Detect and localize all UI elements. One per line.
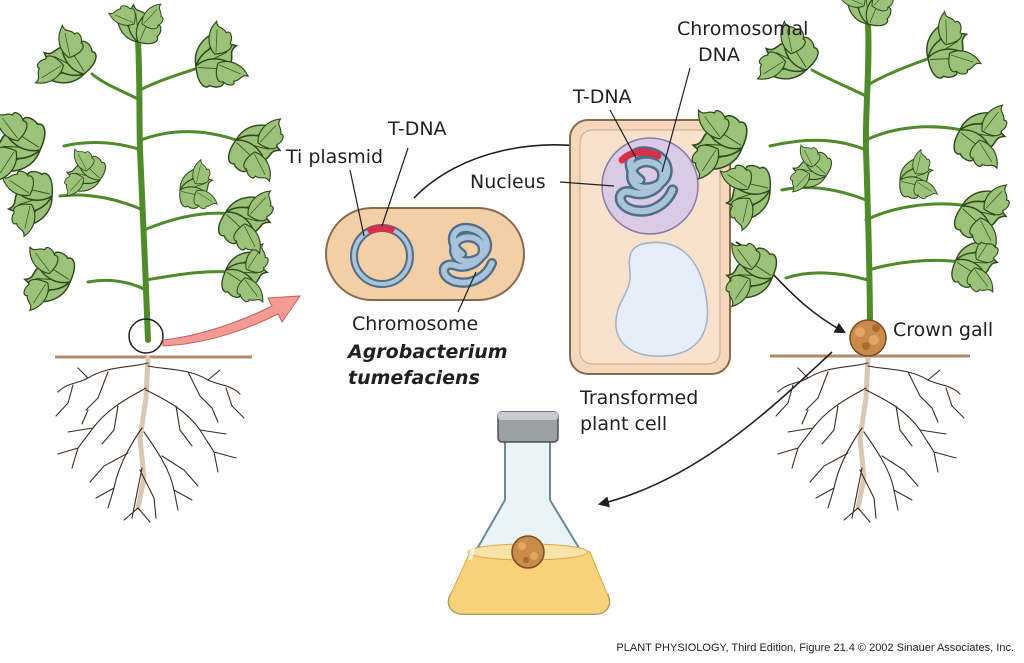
cell-leader-lines <box>559 67 691 187</box>
transformed-cell-label-line2: plant cell <box>580 413 668 435</box>
to-flask-arrow <box>597 351 833 508</box>
infection-arrow <box>162 295 301 347</box>
nucleus-label: Nucleus <box>470 171 546 193</box>
t-dna-segment-nucleus <box>618 148 662 164</box>
roots-right <box>776 358 964 522</box>
chromosome-label: Chromosome <box>352 313 479 335</box>
chromosomal-dna-label-line1: Chromosomal <box>677 18 809 40</box>
t-dna-cell-label: T-DNA <box>573 86 632 108</box>
transformed-cell-label-line1: Transformed <box>580 387 699 409</box>
gall-tissue-culture <box>511 535 545 569</box>
t-dna-bacterium-label: T-DNA <box>388 118 447 140</box>
infected-tomato-plant <box>681 0 1023 337</box>
bacterium-leader-lines <box>349 147 477 313</box>
crown-gall-label: Crown gall <box>893 319 994 341</box>
vacuole <box>615 241 709 357</box>
culture-flask <box>447 411 611 615</box>
chromosomal-dna-label-line2: DNA <box>698 44 740 66</box>
species-name-line2: tumefaciens <box>348 367 480 389</box>
roots-left <box>56 358 244 522</box>
ti-plasmid-label: Ti plasmid <box>286 146 384 168</box>
wound-site-circle <box>128 318 164 354</box>
crown-gall-tumor <box>849 319 887 357</box>
ti-plasmid <box>350 224 414 288</box>
healthy-tomato-plant <box>0 0 297 343</box>
figure-credit: PLANT PHYSIOLOGY, Third Edition, Figure … <box>616 642 1014 654</box>
species-name-line1: Agrobacterium <box>348 341 508 363</box>
t-dna-segment-plasmid <box>366 224 396 236</box>
credit-edition: , Third Edition, Figure 21.4 © 2002 Sina… <box>725 642 1014 654</box>
credit-book-title: PLANT PHYSIOLOGY <box>616 642 726 654</box>
